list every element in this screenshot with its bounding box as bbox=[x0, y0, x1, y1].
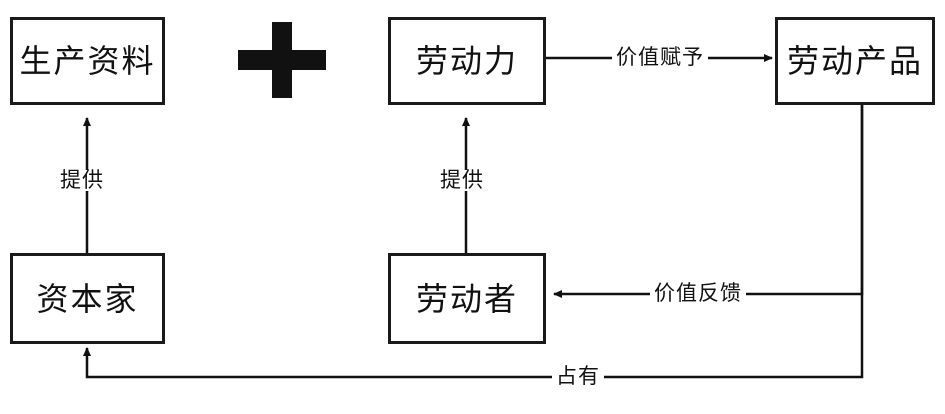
node-capitalist[interactable]: 资本家 bbox=[10, 253, 165, 344]
node-label: 劳动者 bbox=[415, 280, 518, 317]
plus-icon bbox=[238, 22, 326, 98]
node-labor-power[interactable]: 劳动力 bbox=[388, 17, 546, 105]
node-means-of-production[interactable]: 生产资料 bbox=[10, 17, 165, 105]
edge-label-provide-labor-power: 提供 bbox=[436, 170, 488, 191]
line-product-to-laborer bbox=[553, 104, 864, 298]
node-label: 资本家 bbox=[36, 280, 139, 317]
node-label: 生产资料 bbox=[19, 43, 156, 79]
node-labor-product[interactable]: 劳动产品 bbox=[775, 17, 935, 105]
edge-label-provide-means: 提供 bbox=[56, 170, 108, 191]
edge-label-value-feedback: 价值反馈 bbox=[650, 283, 746, 304]
node-laborer[interactable]: 劳动者 bbox=[388, 253, 546, 344]
edge-label-value-endowment: 价值赋予 bbox=[612, 47, 708, 68]
node-label: 劳动力 bbox=[415, 43, 518, 79]
edge-label-appropriation: 占有 bbox=[552, 366, 604, 387]
node-label: 劳动产品 bbox=[786, 43, 923, 79]
line-product-to-capitalist bbox=[83, 104, 864, 379]
